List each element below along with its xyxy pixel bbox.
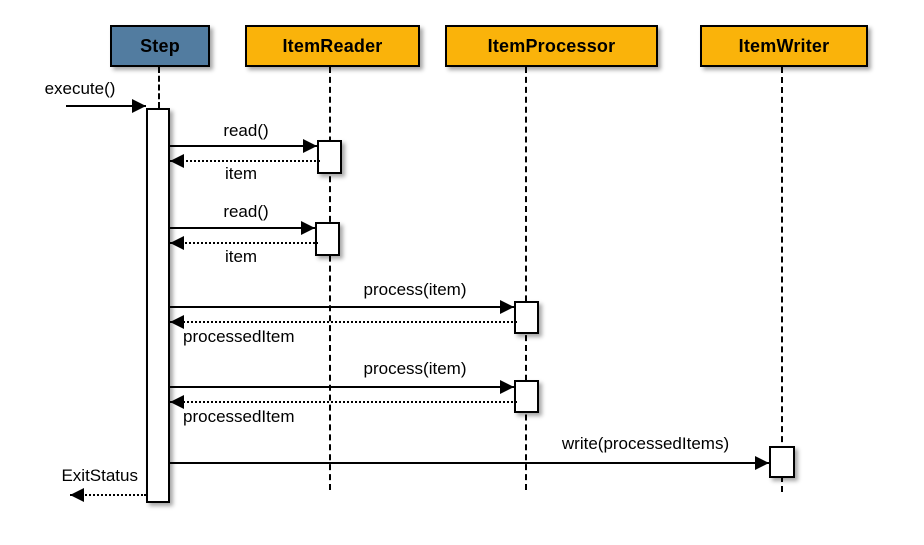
- activation-itemprocessor-1: [514, 301, 539, 334]
- activation-itemreader-1: [317, 140, 342, 174]
- arrow-read-2: [170, 221, 315, 235]
- activation-itemreader-2: [315, 222, 340, 256]
- label-read-2: read(): [223, 202, 269, 221]
- label-item-1: item: [224, 164, 258, 183]
- label-write: write(processedItems): [561, 434, 730, 453]
- participant-itemprocessor: ItemProcessor: [445, 25, 658, 67]
- arrow-return-processeditem-1: [170, 315, 517, 329]
- participant-step: Step: [110, 25, 210, 67]
- lifeline-itemwriter: [781, 67, 783, 492]
- arrow-process-1: [170, 300, 514, 314]
- arrow-return-exitstatus: [70, 488, 146, 502]
- label-item-2: item: [224, 247, 258, 266]
- label-execute: execute(): [44, 79, 116, 98]
- arrow-return-item-1: [170, 154, 320, 168]
- label-processeditem-1: processedItem: [183, 327, 295, 346]
- activation-itemprocessor-2: [514, 380, 539, 413]
- label-process-2: process(item): [363, 359, 467, 378]
- lifeline-itemreader: [329, 67, 331, 490]
- lifeline-itemprocessor: [525, 67, 527, 490]
- activation-step: [146, 108, 170, 503]
- participant-itemreader: ItemReader: [245, 25, 420, 67]
- arrow-return-processeditem-2: [170, 395, 517, 409]
- label-read-1: read(): [223, 121, 269, 140]
- lifeline-step: [158, 67, 160, 108]
- label-process-1: process(item): [363, 280, 467, 299]
- arrow-write: [170, 456, 769, 470]
- participant-itemwriter: ItemWriter: [700, 25, 868, 67]
- label-processeditem-2: processedItem: [183, 407, 295, 426]
- arrow-execute: [66, 99, 146, 113]
- arrow-read-1: [170, 139, 317, 153]
- label-exitstatus: ExitStatus: [61, 466, 138, 485]
- arrow-process-2: [170, 380, 514, 394]
- arrow-return-item-2: [170, 236, 318, 250]
- activation-itemwriter: [769, 446, 795, 478]
